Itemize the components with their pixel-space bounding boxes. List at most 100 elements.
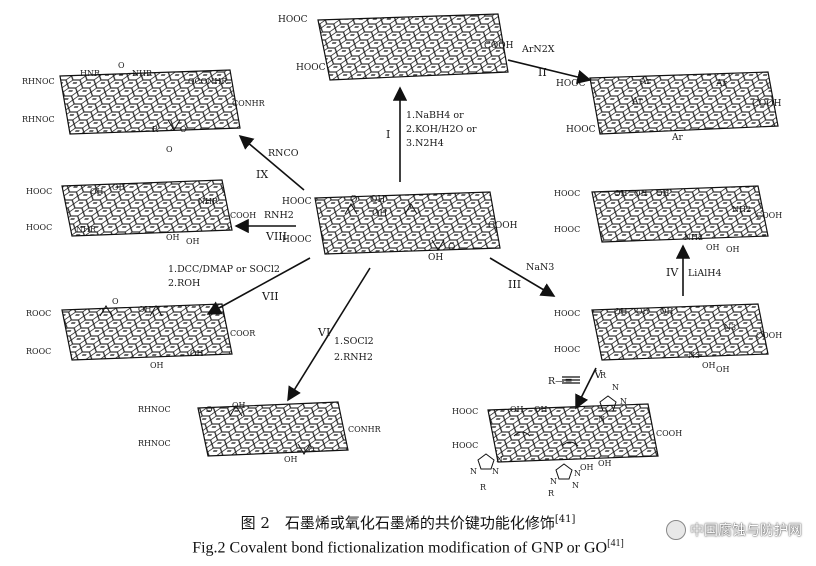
reaction-IX: IX RNCO bbox=[256, 148, 299, 181]
sheet-bottom-right bbox=[487, 403, 659, 463]
labels-left-2: ROOC O OH COOR ROOC OH OH bbox=[26, 297, 256, 370]
lbl-br-n1: N bbox=[612, 383, 619, 392]
lbl-bl-rhnoc1: RHNOC bbox=[138, 405, 171, 414]
lbl-tl-oconhr: OCONHR bbox=[188, 77, 228, 86]
lbl-bl-conhr: CONHR bbox=[348, 425, 382, 434]
lbl-top-hooc1: HOOC bbox=[278, 15, 308, 25]
arrow-IX bbox=[238, 134, 305, 191]
lbl-r2-hooc2: HOOC bbox=[554, 345, 580, 354]
arrow-VI bbox=[287, 267, 371, 402]
numeral-VIII: VIII bbox=[265, 230, 287, 243]
caption-cn-text: 图 2 石墨烯或氧化石墨烯的共价键功能化修饰 bbox=[240, 514, 555, 532]
lbl-l2-oh1: OH bbox=[138, 305, 152, 314]
caption-cn-ref: [41] bbox=[554, 514, 576, 525]
numeral-V: V bbox=[593, 368, 603, 381]
lbl-l2-o: O bbox=[112, 297, 119, 306]
reagent-IV: LiAlH4 bbox=[688, 268, 722, 279]
lbl-l2-rooc2: ROOC bbox=[26, 347, 51, 356]
lbl-br-r3: R bbox=[548, 489, 555, 498]
lbl-l2-rooc1: ROOC bbox=[26, 309, 51, 318]
lbl-r1-oh4: OH bbox=[706, 243, 720, 252]
lbl-tl-r: R bbox=[152, 125, 159, 134]
lbl-tl-nhr: NHR bbox=[132, 69, 153, 78]
reagent-VII-1: 1.DCC/DMAP or SOCl2 bbox=[168, 264, 280, 275]
reaction-VII: VII 1.DCC/DMAP or SOCl2 2.ROH bbox=[168, 264, 280, 303]
lbl-tr-cooh: COOH bbox=[752, 99, 782, 109]
lbl-l1-nhr2: NHR bbox=[76, 225, 97, 234]
caption-en-text: Fig.2 Covalent bond fictionalization mod… bbox=[192, 539, 608, 557]
lbl-r2-n3b: N3 bbox=[688, 351, 700, 360]
caption-english: Fig.2 Covalent bond fictionalization mod… bbox=[0, 538, 816, 557]
lbl-r2-oh5: OH bbox=[716, 365, 730, 374]
lbl-br-oh3: OH bbox=[580, 463, 594, 472]
reaction-I: I 1.NaBH4 or 2.KOH/H2O or 3.N2H4 bbox=[386, 110, 477, 149]
lbl-c-hooc2: HOOC bbox=[282, 235, 312, 245]
reaction-VI: VI 1.SOCl2 2.RNH2 bbox=[317, 326, 374, 363]
triazole-rings bbox=[477, 395, 617, 480]
lbl-l2-oh3: OH bbox=[190, 349, 204, 358]
labels-center: HOOC O OH OH COOH HOOC OH O bbox=[282, 195, 518, 263]
lbl-br-n7: N bbox=[550, 477, 557, 486]
reagent-VII-2: 2.ROH bbox=[168, 278, 200, 289]
lbl-l1-hooc2: HOOC bbox=[26, 223, 52, 232]
lbl-r2-hooc1: HOOC bbox=[554, 309, 580, 318]
reagent-VI-1: 1.SOCl2 bbox=[334, 336, 374, 347]
lbl-br-n3: N bbox=[598, 415, 605, 424]
lbl-l1-hooc1: HOOC bbox=[26, 187, 52, 196]
lbl-r2-oh4: OH bbox=[702, 361, 716, 370]
lbl-br-oh4: OH bbox=[598, 459, 612, 468]
lbl-br-hooc2: HOOC bbox=[452, 441, 478, 450]
lbl-tr-ar3: Ar bbox=[715, 79, 727, 89]
lbl-c-cooh: COOH bbox=[488, 221, 518, 231]
lbl-br-cooh: COOH bbox=[656, 429, 682, 438]
lbl-l1-oh2: OH bbox=[112, 183, 126, 192]
alkyne-icon bbox=[562, 376, 580, 384]
reaction-V: V R—≡ bbox=[548, 368, 603, 387]
lbl-tr-hooc1: HOOC bbox=[556, 79, 586, 89]
lbl-tr-ar2: Ar bbox=[631, 97, 643, 107]
labels-right-2: HOOC OH OH OH N3 COOH HOOC N3 OH OH bbox=[554, 307, 782, 374]
labels-top-right: HOOC Ar Ar COOH Ar HOOC Ar bbox=[556, 77, 782, 143]
lbl-br-n5: N bbox=[496, 455, 503, 464]
reagent-V: R—≡ bbox=[548, 376, 573, 387]
lbl-tl-rhnoc2: RHNOC bbox=[22, 115, 55, 124]
lbl-br-oh2: OH bbox=[534, 405, 548, 414]
lbl-l2-oh2: OH bbox=[150, 361, 164, 370]
lbl-r1-oh3: OH bbox=[656, 189, 670, 198]
lbl-r2-oh2: OH bbox=[636, 307, 650, 316]
labels-top-left: RHNOC HNR O NHR OCONHR CONHR RHNOC R O O bbox=[22, 61, 266, 154]
functional-rings bbox=[99, 119, 579, 455]
arrow-III bbox=[489, 257, 556, 297]
watermark: 中国腐蚀与防护网 bbox=[666, 520, 802, 540]
numeral-I: I bbox=[386, 128, 390, 141]
lbl-br-oh1: OH bbox=[510, 405, 524, 414]
numeral-VII: VII bbox=[261, 290, 279, 303]
sheet-right-1 bbox=[591, 185, 769, 243]
lbl-r1-oh1: OH bbox=[614, 189, 628, 198]
lbl-c-oh3: OH bbox=[428, 253, 443, 263]
lbl-c-oh2: OH bbox=[372, 209, 387, 219]
lbl-bl-oh1: OH bbox=[232, 401, 246, 410]
lbl-br-r1: R bbox=[600, 371, 607, 380]
reaction-arrows bbox=[206, 59, 691, 410]
lbl-bl-o: O bbox=[206, 405, 213, 414]
caption-chinese: 图 2 石墨烯或氧化石墨烯的共价键功能化修饰[41] bbox=[0, 512, 816, 533]
arrow-V bbox=[575, 367, 597, 410]
lbl-tl-rhnoc1: RHNOC bbox=[22, 77, 55, 86]
lbl-r1-nh2a: NH2 bbox=[732, 205, 751, 214]
reagent-VIII: RNH2 bbox=[264, 210, 294, 221]
lbl-br-n6: N bbox=[492, 467, 499, 476]
sheet-left-2 bbox=[61, 303, 233, 361]
lbl-r1-oh2: OH bbox=[634, 189, 648, 198]
sheet-top bbox=[317, 13, 509, 81]
lbl-r2-cooh: COOH bbox=[756, 331, 782, 340]
lbl-tl-o: O bbox=[118, 61, 125, 70]
lbl-l1-cooh: COOH bbox=[230, 211, 256, 220]
arrow-VII bbox=[206, 257, 311, 315]
reaction-III: III NaN3 bbox=[508, 262, 554, 291]
lbl-tr-ar4: Ar bbox=[671, 133, 683, 143]
lbl-r1-hooc2: HOOC bbox=[554, 225, 580, 234]
lbl-br-r2: R bbox=[480, 483, 487, 492]
lbl-r1-nh2b: NH2 bbox=[684, 233, 703, 242]
reaction-VIII: VIII RNH2 bbox=[264, 210, 294, 243]
